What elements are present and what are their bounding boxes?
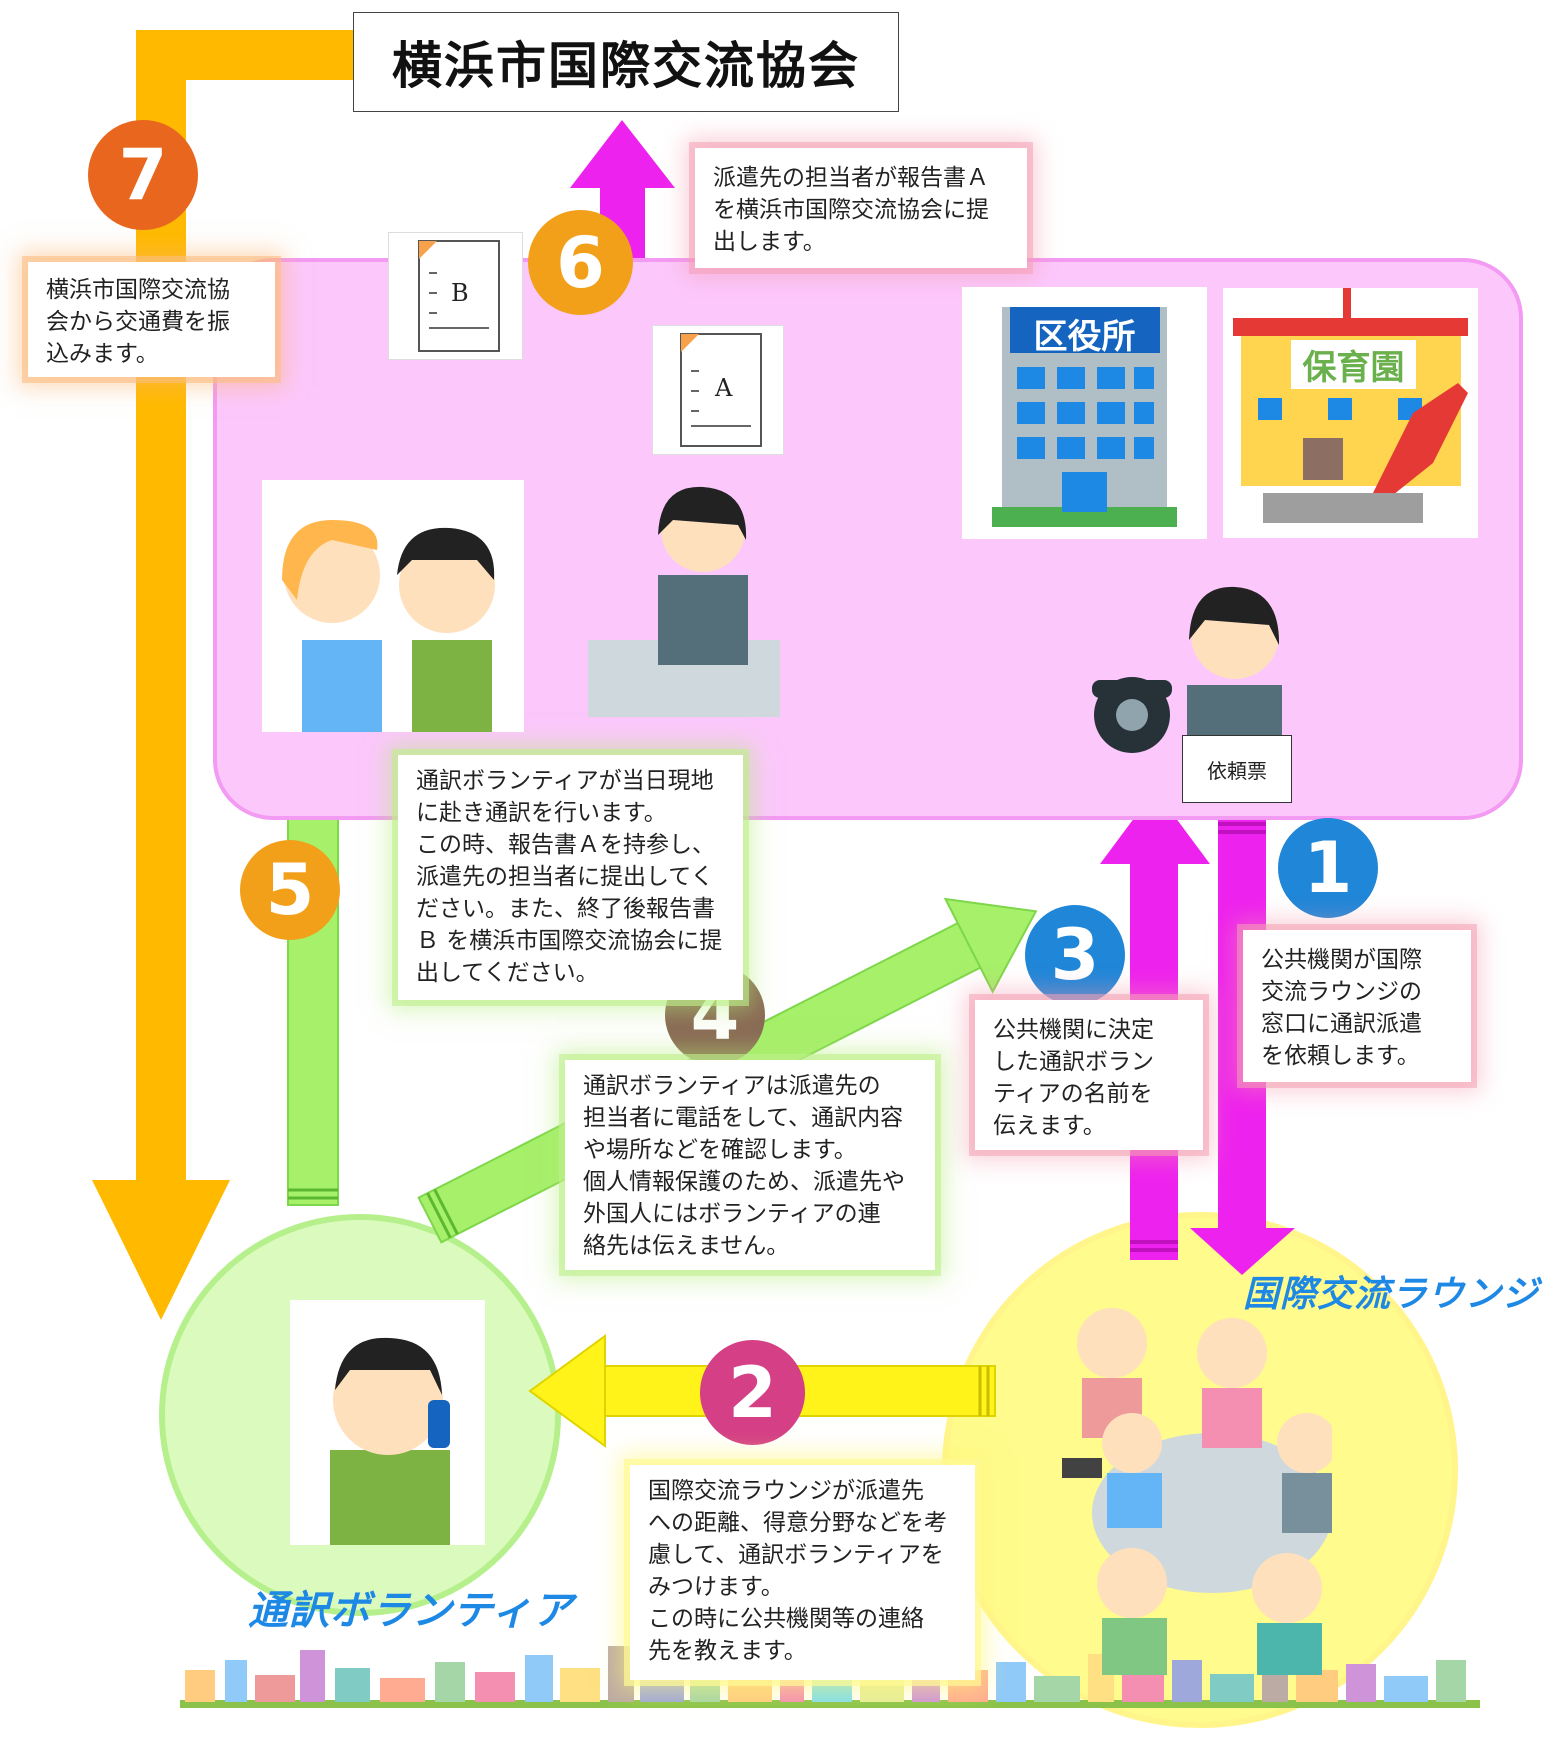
ward-office-sign: 区役所: [1033, 317, 1136, 357]
header-box: 横浜市国際交流協会: [353, 12, 899, 112]
step-3-note: 公共機関に決定 した通訳ボラン ティアの名前を 伝えます。: [975, 1000, 1203, 1150]
report-a-label: A: [715, 374, 733, 402]
staff-at-desk-illustration: [588, 465, 780, 717]
request-slip: 依頼票: [1182, 735, 1292, 803]
step-4-note: 通訳ボランティアは派遣先の 担当者に電話をして、通訳内容 や場所などを確認します…: [565, 1060, 935, 1270]
step-2-badge: 2: [700, 1340, 805, 1445]
step-6-badge: 6: [528, 210, 633, 315]
nursery-sign: 保育園: [1291, 340, 1416, 389]
foreigner-and-volunteer-illustration: [262, 480, 524, 732]
ward-office-illustration: 区役所: [962, 287, 1207, 539]
step-5-badge: 5: [240, 840, 340, 940]
step-5-note: 通訳ボランティアが当日現地 に赴き通訳を行います。 この時、報告書Ａを持参し、 …: [398, 755, 743, 1000]
step-3-badge: 3: [1025, 905, 1125, 1005]
volunteer-on-phone-illustration: [290, 1300, 485, 1545]
step-1-badge: 1: [1278, 818, 1378, 918]
step-7-note: 横浜市国際交流協 会から交通費を振 込みます。: [28, 262, 275, 377]
report-a-icon: A: [652, 325, 784, 455]
volunteer-label: 通訳ボランティア: [248, 1588, 574, 1634]
nursery-illustration: 保育園: [1223, 288, 1478, 538]
step-1-note: 公共機関が国際 交流ラウンジの 窓口に通訳派遣 を依頼します。: [1243, 930, 1471, 1082]
step-7-badge: 7: [88, 120, 198, 230]
report-b-icon: B: [388, 232, 523, 360]
step-6-note: 派遣先の担当者が報告書Ａ を横浜市国際交流協会に提 出します。: [695, 148, 1027, 268]
report-b-label: B: [451, 279, 469, 307]
step-2-note: 国際交流ラウンジが派遣先 への距離、得意分野などを考 慮して、通訳ボランティアを…: [630, 1465, 975, 1680]
lounge-label: 国際交流ラウンジ: [1243, 1274, 1540, 1315]
lounge-staff-illustration: [1062, 1283, 1337, 1675]
page-title: 横浜市国際交流協会: [392, 37, 860, 95]
